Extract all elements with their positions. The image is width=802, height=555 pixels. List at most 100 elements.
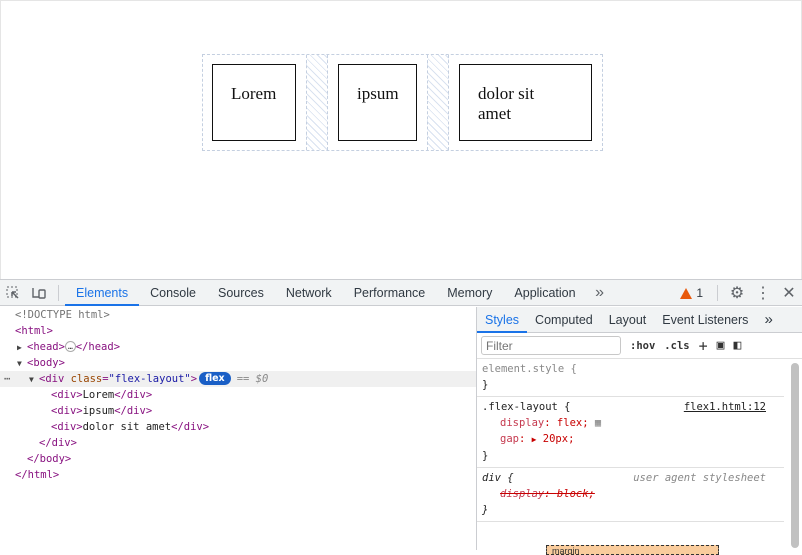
- tab-computed[interactable]: Computed: [535, 312, 593, 327]
- close-tag: </div>: [114, 405, 153, 417]
- tab-layout[interactable]: Layout: [608, 312, 647, 327]
- body-open-tag: <body>: [27, 357, 65, 369]
- html-close-tag: </html>: [15, 469, 60, 481]
- tab-memory[interactable]: Memory: [447, 285, 493, 300]
- node-text: ipsum: [82, 405, 115, 417]
- property-name: gap: [500, 433, 519, 445]
- doctype-node[interactable]: <!DOCTYPE html>: [0, 307, 476, 323]
- flex-item-text: Lorem: [231, 84, 277, 103]
- property-value: 20px;: [542, 433, 575, 445]
- property-name: display: [500, 488, 545, 500]
- flex-item-text: ipsum: [357, 84, 399, 103]
- rule-user-agent-div[interactable]: div { user agent stylesheet display: blo…: [477, 468, 784, 522]
- rule-close: }: [482, 450, 489, 462]
- warnings-button[interactable]: 1: [672, 286, 711, 300]
- more-tabs-icon[interactable]: »: [595, 283, 605, 301]
- close-tag: </div>: [114, 389, 153, 401]
- style-property[interactable]: display: flex; ▦: [500, 417, 602, 429]
- rule-flex-layout[interactable]: .flex-layout { flex1.html:12 display: fl…: [477, 397, 784, 468]
- new-rule-plus-icon[interactable]: +: [698, 336, 708, 355]
- class-toggle[interactable]: .cls: [664, 339, 690, 352]
- tab-elements[interactable]: Elements: [65, 280, 140, 306]
- head-close-tag: </head>: [75, 341, 121, 353]
- toggle-sidebar-icon[interactable]: ◧: [733, 338, 742, 353]
- more-actions-icon[interactable]: ⋯: [4, 373, 11, 385]
- flex-container-overlay: Lorem ipsum dolor sit amet: [202, 54, 603, 151]
- style-rules: element.style { } .flex-layout { flex1.h…: [477, 359, 802, 522]
- styles-scrollbar[interactable]: [791, 363, 799, 548]
- close-tag: </div>: [171, 421, 210, 433]
- html-close-node[interactable]: </html>: [0, 467, 476, 483]
- warning-count: 1: [696, 286, 703, 300]
- doctype-text: <!DOCTYPE html>: [15, 309, 110, 321]
- collapse-triangle-icon[interactable]: ▼: [29, 375, 34, 384]
- settings-gear-icon[interactable]: ⚙: [729, 285, 745, 302]
- flex-item-ipsum: ipsum: [338, 64, 417, 141]
- overridden-property[interactable]: display: block;: [500, 488, 595, 500]
- rule-source-link[interactable]: flex1.html:12: [683, 401, 766, 413]
- open-tag: <div>: [51, 389, 83, 401]
- rule-selector: .flex-layout {: [482, 401, 571, 413]
- flex-gap: [306, 55, 328, 150]
- tab-styles[interactable]: Styles: [477, 307, 528, 333]
- rule-element-style[interactable]: element.style { }: [477, 359, 784, 397]
- expand-triangle-icon[interactable]: ▶: [17, 343, 22, 352]
- child-div-node[interactable]: <div>ipsum</div>: [0, 403, 476, 419]
- inspect-element-icon[interactable]: [0, 280, 26, 306]
- body-close-tag: </body>: [27, 453, 72, 465]
- property-name: display: [500, 417, 545, 429]
- property-value: block;: [556, 488, 595, 500]
- tag-bracket: >: [190, 373, 198, 385]
- devtools-toolbar: Elements Console Sources Network Perform…: [0, 280, 802, 306]
- property-value: flex;: [556, 417, 589, 429]
- tab-network[interactable]: Network: [285, 285, 332, 300]
- div-close-node[interactable]: </div>: [0, 435, 476, 451]
- collapse-triangle-icon[interactable]: ▼: [17, 359, 22, 368]
- div-close-tag: </div>: [39, 437, 77, 449]
- close-icon[interactable]: ✕: [782, 285, 796, 302]
- html-node[interactable]: <html>: [0, 323, 476, 339]
- sidebar-tabs: Styles Computed Layout Event Listeners »: [477, 307, 802, 333]
- flex-badge[interactable]: flex: [199, 372, 231, 385]
- flex-gap: [427, 55, 449, 150]
- flex-item-text: dolor sit amet: [478, 84, 535, 123]
- node-text: dolor sit amet: [82, 421, 172, 433]
- styles-sidebar: Styles Computed Layout Event Listeners »…: [476, 307, 802, 555]
- open-tag: <div>: [51, 405, 83, 417]
- selected-div-node[interactable]: ⋯▼<div class="flex-layout">flex== $0: [0, 371, 476, 387]
- tab-sources[interactable]: Sources: [217, 285, 264, 300]
- elements-tree: <!DOCTYPE html> <html> ▶ <head>…</head> ▼…: [0, 307, 476, 550]
- styles-filter-input[interactable]: [481, 336, 621, 355]
- tab-application[interactable]: Application: [514, 285, 576, 300]
- collapsed-ellipsis-icon[interactable]: …: [64, 341, 76, 352]
- rule-close: }: [482, 504, 489, 516]
- head-node[interactable]: ▶ <head>…</head>: [0, 339, 476, 355]
- body-close-node[interactable]: </body>: [0, 451, 476, 467]
- child-div-node[interactable]: <div>Lorem</div>: [0, 387, 476, 403]
- box-model-margin[interactable]: margin: [546, 545, 719, 555]
- tab-console[interactable]: Console: [150, 285, 196, 300]
- child-div-node[interactable]: <div>dolor sit amet</div>: [0, 419, 476, 435]
- paint-brush-icon[interactable]: ▣: [716, 338, 725, 353]
- toolbar-divider: [58, 284, 59, 301]
- tab-performance[interactable]: Performance: [353, 285, 426, 300]
- head-open-tag: <head>: [27, 341, 65, 353]
- box-model-label: margin: [552, 546, 580, 555]
- attr-value: "flex-layout": [108, 373, 191, 385]
- open-tag: <div>: [51, 421, 83, 433]
- device-toolbar-icon[interactable]: [26, 280, 52, 306]
- flex-item-lorem: Lorem: [212, 64, 296, 141]
- expand-triangle-icon[interactable]: ▶: [531, 435, 537, 444]
- more-tabs-icon[interactable]: »: [764, 310, 773, 328]
- hover-state-toggle[interactable]: :hov: [630, 339, 656, 352]
- style-property[interactable]: gap: ▶ 20px;: [500, 433, 575, 445]
- body-node[interactable]: ▼ <body>: [0, 355, 476, 371]
- rule-source: user agent stylesheet: [633, 472, 766, 484]
- more-vertical-icon[interactable]: ⋮: [755, 285, 771, 302]
- attr-name: class: [70, 373, 103, 385]
- selected-marker: == $0: [236, 373, 269, 385]
- warning-icon: [680, 287, 693, 299]
- tab-event-listeners[interactable]: Event Listeners: [662, 312, 749, 327]
- devtools-panel: Elements Console Sources Network Perform…: [0, 279, 802, 555]
- flexbox-editor-icon[interactable]: ▦: [594, 417, 602, 429]
